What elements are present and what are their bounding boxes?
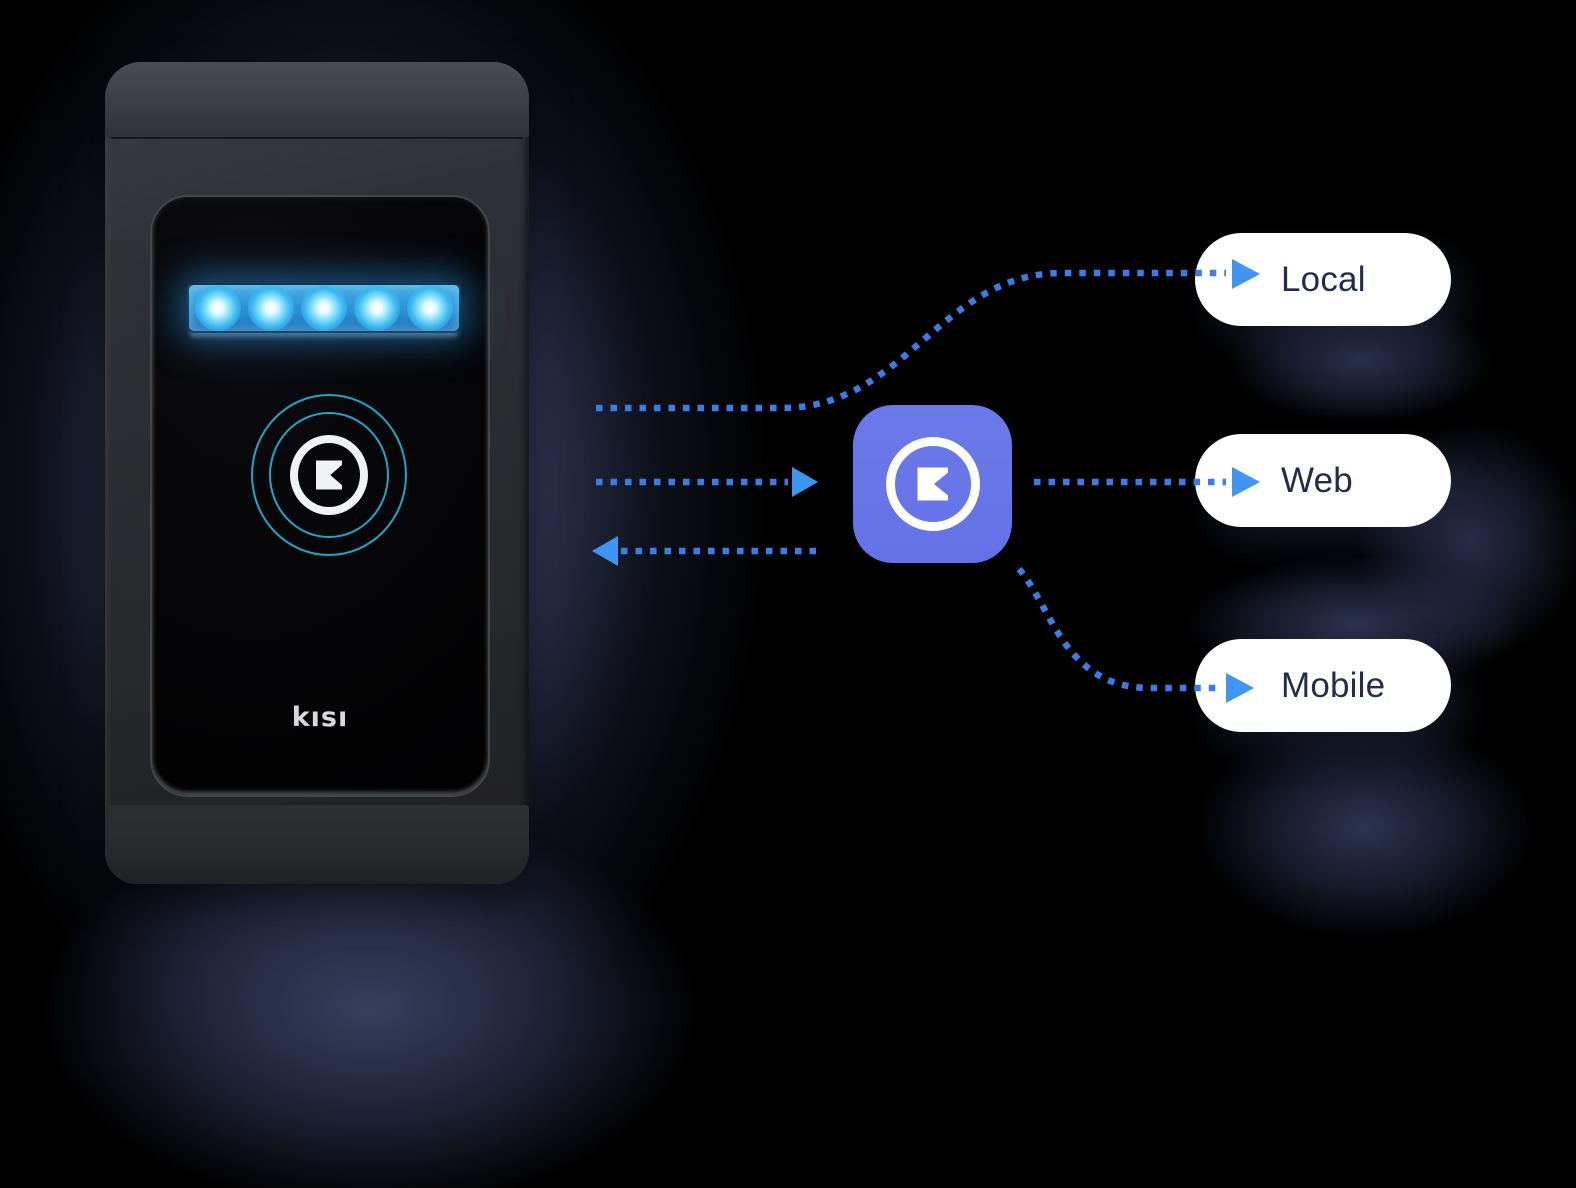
led-light [301,285,347,331]
led-light [407,285,453,331]
arrowhead-hub [792,467,818,497]
reader-front-panel: kısı [150,195,490,797]
arrow-hub-to-mobile [1016,566,1222,692]
endpoint-label: Mobile [1281,665,1386,705]
led-light [354,285,400,331]
led-status-bar [187,283,461,333]
led-light [195,285,241,331]
kisi-app-icon [853,405,1012,563]
led-light [248,285,294,331]
kisi-wordmark: kısı [291,702,349,733]
reader-top-seam [111,137,523,139]
white-ring [885,437,980,531]
kisi-reader-device: kısı [105,62,529,884]
endpoint-pill-web: Web [1195,434,1451,527]
reader-top-cap [105,62,529,138]
endpoint-pill-mobile: Mobile [1195,639,1451,732]
arrowhead-device [592,536,618,566]
endpoint-label: Local [1281,259,1366,299]
mobile-pill-shadow-below [1195,715,1535,940]
endpoint-pill-local: Local [1195,233,1451,326]
endpoint-label: Web [1281,460,1353,500]
reader-bottom-cap [105,805,529,884]
arrow-device-to-local [596,269,1226,412]
